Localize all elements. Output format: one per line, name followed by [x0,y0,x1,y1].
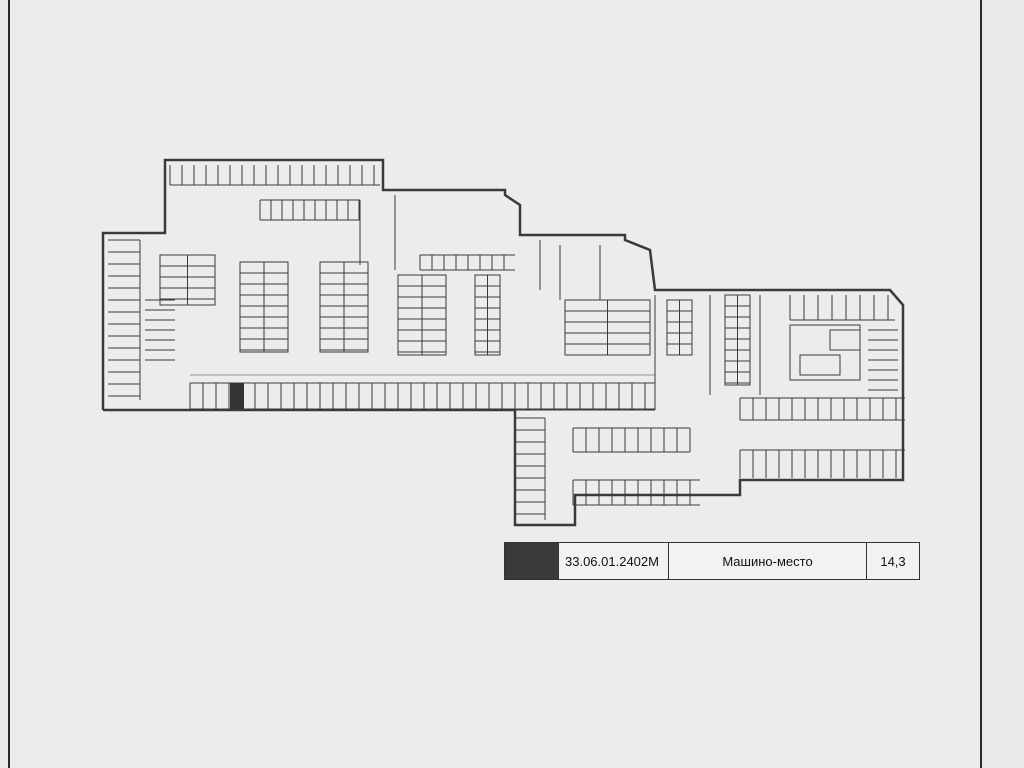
document-sheet [8,0,982,768]
highlighted-parking-space [230,383,244,409]
legend-space-type: Машино-место [669,543,867,579]
legend-table: 33.06.01.2402М Машино-место 14,3 [504,542,920,580]
legend-space-code: 33.06.01.2402М [559,543,669,579]
legend-space-area: 14,3 [880,553,906,569]
legend-swatch [505,543,559,579]
